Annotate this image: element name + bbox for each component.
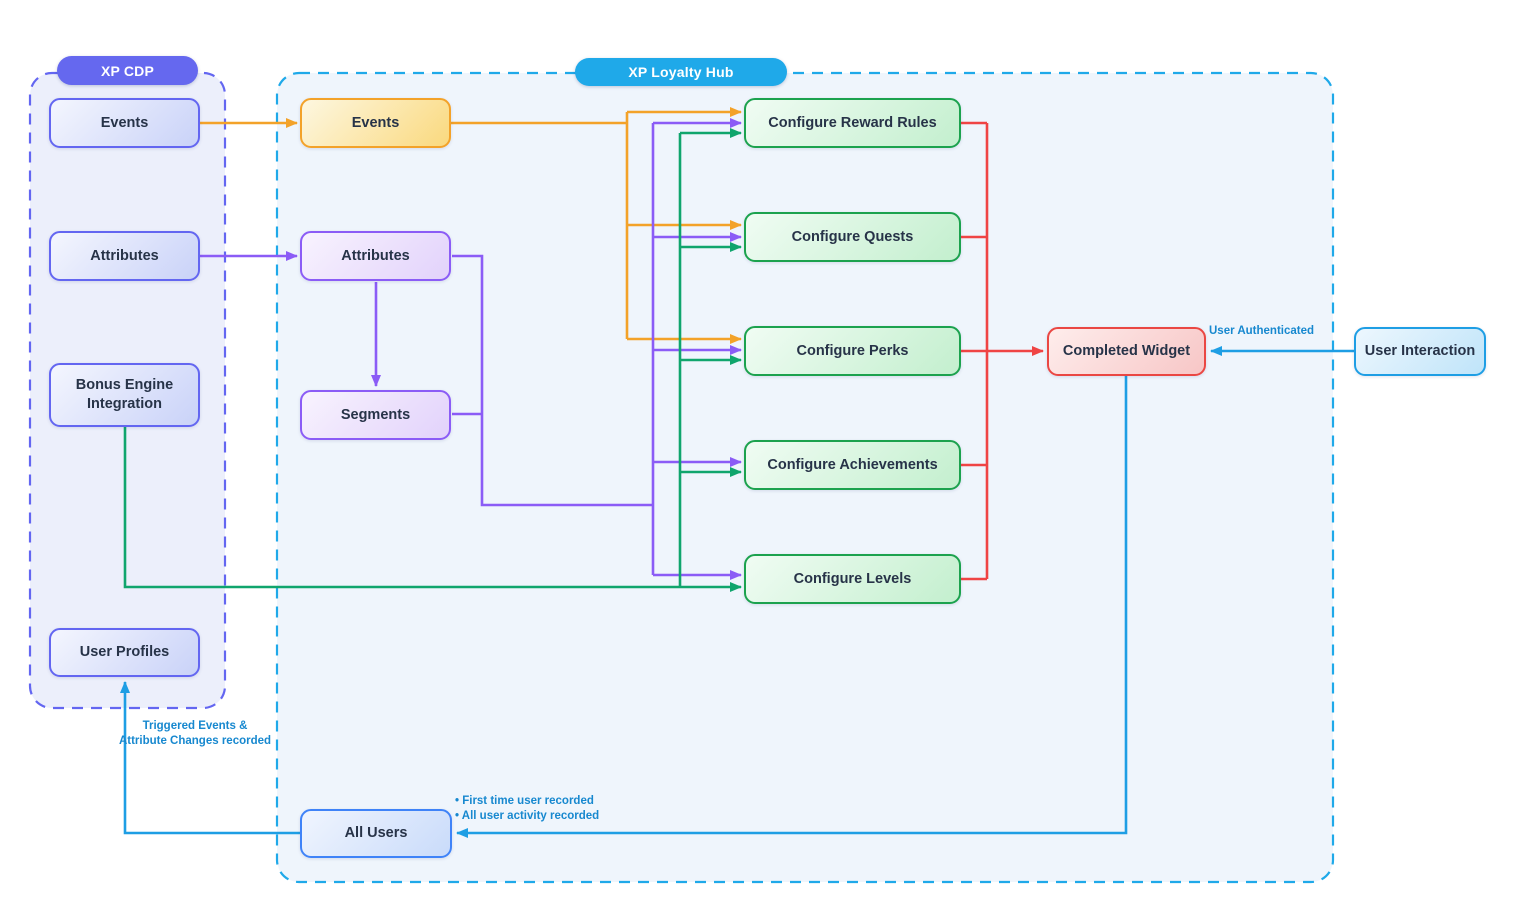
edge-all-users-to-profiles xyxy=(120,681,300,835)
green-bonus-flow xyxy=(123,128,742,592)
node-user-interaction: User Interaction xyxy=(1354,327,1486,376)
node-user-profiles: User Profiles xyxy=(49,628,200,677)
edge-attributes-trunk xyxy=(452,254,653,507)
annotation-user-authenticated: User Authenticated xyxy=(1209,325,1315,337)
red-configure-flow xyxy=(961,121,1044,581)
purple-attribute-flow xyxy=(200,118,742,580)
node-cdp-attributes: Attributes xyxy=(49,231,200,281)
annotation-all-user-activity: • All user activity recorded xyxy=(455,809,600,822)
node-all-users: All Users xyxy=(300,809,452,858)
node-configure-reward-rules: Configure Reward Rules xyxy=(744,98,961,148)
edge-widget-to-all-users xyxy=(456,376,1128,838)
annotation-triggered-events-recorded: Triggered Events & Attribute Changes rec… xyxy=(118,720,272,747)
node-completed-widget: Completed Widget xyxy=(1047,327,1206,376)
node-cdp-events: Events xyxy=(49,98,200,148)
node-hub-events: Events xyxy=(300,98,451,148)
node-segments: Segments xyxy=(300,390,451,440)
hub-group-label: XP Loyalty Hub xyxy=(575,58,787,86)
node-configure-quests: Configure Quests xyxy=(744,212,961,262)
orange-event-flow xyxy=(200,107,742,344)
annotation-all-users-notes: • First time user recorded • All user ac… xyxy=(455,794,599,823)
cdp-group-label: XP CDP xyxy=(57,56,198,85)
node-hub-attributes: Attributes xyxy=(300,231,451,281)
blue-user-flow xyxy=(120,346,1354,838)
node-bonus-engine-integration: Bonus Engine Integration xyxy=(49,363,200,427)
edge-bonus-to-levels xyxy=(123,427,742,592)
node-configure-perks: Configure Perks xyxy=(744,326,961,376)
node-configure-achievements: Configure Achievements xyxy=(744,440,961,490)
annotation-first-time-user: • First time user recorded xyxy=(455,795,594,807)
node-configure-levels: Configure Levels xyxy=(744,554,961,604)
